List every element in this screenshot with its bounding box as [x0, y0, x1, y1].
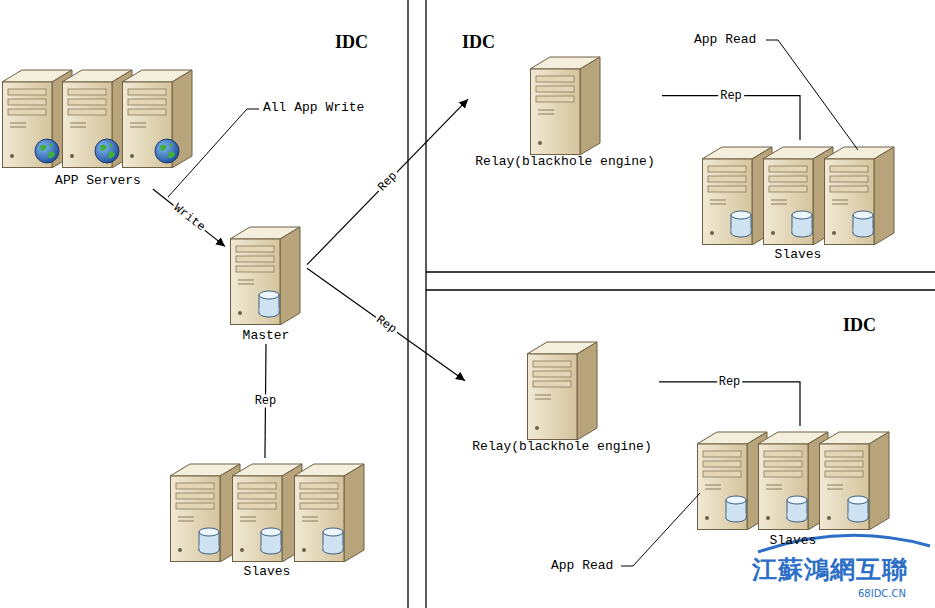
callout-note: All App Write	[263, 100, 364, 115]
edge-label: Rep	[253, 395, 279, 408]
server-icon	[758, 432, 828, 530]
server-icon	[122, 70, 192, 168]
server-icon	[230, 227, 300, 325]
node-label: Slaves	[773, 247, 824, 263]
region-label: IDC	[843, 315, 876, 336]
disk-icon	[259, 291, 279, 317]
node-label: Slaves	[768, 533, 819, 549]
globe-icon	[95, 139, 119, 163]
disk-icon	[792, 211, 812, 237]
slave-group: Slaves	[165, 458, 369, 580]
server-icon	[170, 464, 240, 562]
server-icon	[232, 464, 302, 562]
disk-icon	[731, 211, 751, 237]
slave-group: Slaves	[698, 140, 898, 263]
edge-label: Rep	[718, 89, 744, 102]
node-label: Relay(blackhole engine)	[473, 154, 656, 170]
edge-label: Write	[169, 200, 208, 235]
disk-icon	[848, 496, 868, 522]
edge-label: Rep	[372, 312, 400, 337]
leader-line	[168, 109, 259, 197]
callout-note: App Read	[694, 32, 756, 47]
server-icon	[697, 432, 767, 530]
disk-icon	[323, 528, 343, 554]
disk-icon	[853, 211, 873, 237]
replication-line	[307, 268, 465, 380]
leader-line	[621, 493, 700, 566]
node-label: Master	[241, 328, 292, 344]
slave-icons	[702, 147, 894, 245]
leader-line	[766, 40, 858, 150]
disk-icon	[199, 528, 219, 554]
divider-line	[426, 289, 935, 290]
replication-line	[662, 96, 800, 140]
region-label: IDC	[462, 32, 495, 53]
idc-divider	[408, 0, 935, 608]
server-icon	[2, 70, 72, 168]
server-icon	[819, 432, 889, 530]
relay-server: Relay(blackhole engine)	[465, 337, 659, 455]
disk-icon	[726, 496, 746, 522]
replication-line	[659, 382, 800, 426]
relay-server: Relay(blackhole engine)	[468, 52, 662, 170]
divider-line	[425, 0, 426, 608]
node-label: Relay(blackhole engine)	[470, 439, 653, 455]
watermark: 68IDC.CN	[858, 588, 906, 599]
callout-note: App Read	[551, 558, 613, 573]
master-icon	[230, 227, 300, 325]
relay-server-icon	[527, 342, 597, 440]
disk-icon	[261, 528, 281, 554]
slave-icons	[697, 432, 889, 530]
master-server: Master	[225, 222, 307, 344]
slave-group: Slaves	[693, 426, 893, 549]
relay-server-icon	[530, 57, 600, 155]
region-label: IDC	[335, 32, 368, 53]
watermark: 江蘇鴻網互聯	[752, 553, 908, 586]
replication-line	[307, 99, 468, 265]
server-icon	[62, 70, 132, 168]
slave-icons	[170, 464, 364, 562]
globe-icon	[155, 139, 179, 163]
app-server-icons	[2, 70, 192, 168]
replication-line	[153, 189, 225, 246]
leader-lines	[168, 40, 858, 566]
server-icon	[763, 147, 833, 245]
server-icon	[294, 464, 364, 562]
node-label: APP Servers	[53, 173, 143, 189]
server-icon	[702, 147, 772, 245]
disk-icon	[787, 496, 807, 522]
edge-label: Rep	[717, 375, 743, 388]
divider-line	[426, 271, 935, 272]
node-label: Slaves	[242, 564, 293, 580]
app-server-group: APP Servers	[0, 65, 196, 189]
divider-line	[407, 0, 408, 608]
server-icon	[824, 147, 894, 245]
globe-icon	[35, 139, 59, 163]
